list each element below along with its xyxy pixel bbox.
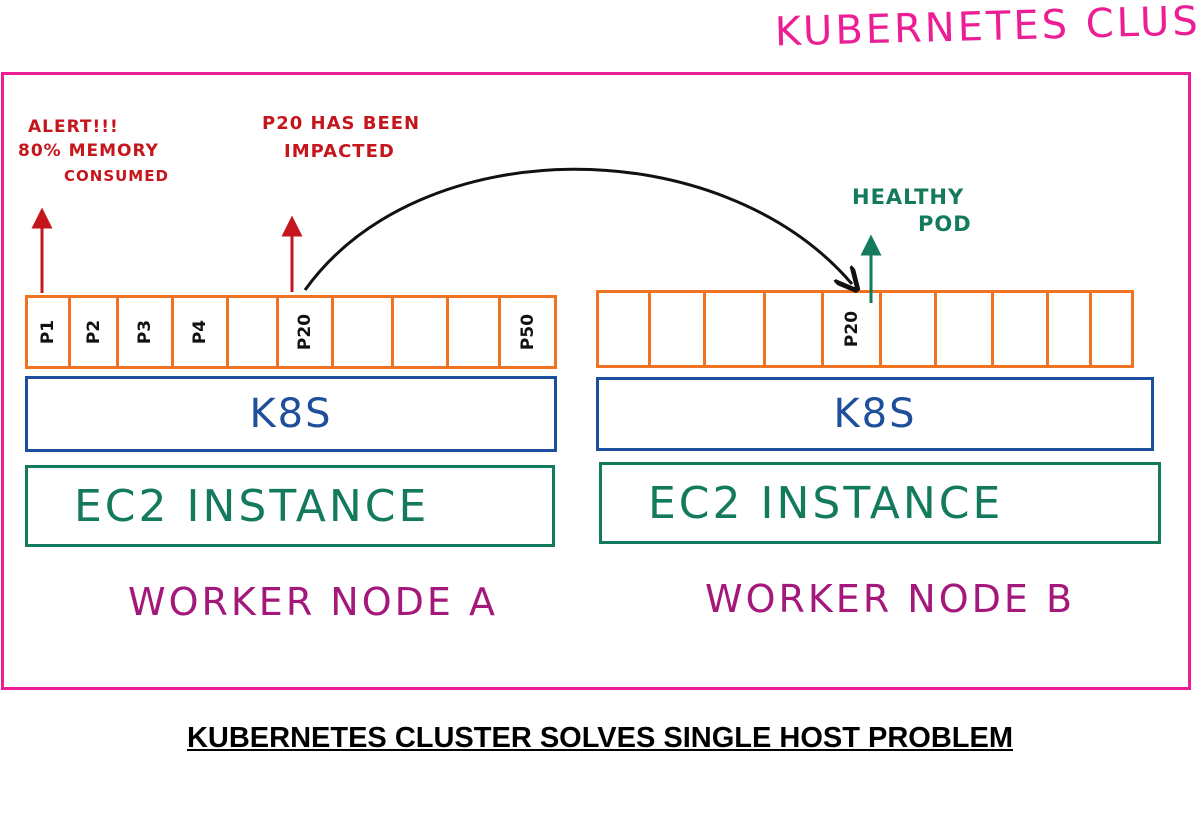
pod-slot[interactable]: P2 [71,298,119,366]
ec2-instance-node-b: EC2 INSTANCE [599,462,1161,544]
impacted-line-1: P20 HAS BEEN [262,113,421,134]
k8s-layer-node-a: K8S [25,376,557,452]
ec2-label: EC2 INSTANCE [648,477,1004,529]
pod-slot[interactable] [1049,293,1092,365]
pod-slot[interactable]: P3 [119,298,174,366]
consumed-line: CONSUMED [64,166,169,185]
pod-slot[interactable] [334,298,394,366]
migration-arrow [303,167,852,290]
diagram-caption: KUBERNETES CLUSTER SOLVES SINGLE HOST PR… [186,722,1014,754]
alert-line: ALERT!!! [28,117,119,137]
pod-slot-healthy[interactable]: P20 [824,293,882,365]
pod-slot[interactable] [937,293,994,365]
pod-slot[interactable] [766,293,824,365]
memory-line: 80% MEMORY [18,141,159,162]
pod-slot[interactable] [229,298,279,366]
impacted-annotation: P20 HAS BEEN IMPACTED [262,110,420,166]
ec2-label: EC2 INSTANCE [74,480,430,532]
k8s-layer-node-b: K8S [596,377,1154,451]
pod-slot[interactable] [599,293,651,365]
k8s-label: K8S [833,391,917,437]
cluster-boundary [1,72,1191,690]
worker-node-a-label: WORKER NODE A [128,580,498,624]
healthy-line-1: HEALTHY [852,185,965,209]
healthy-line-2: POD [918,212,972,237]
impacted-line-2: IMPACTED [284,140,395,162]
k8s-label: K8S [249,391,333,437]
pod-slot[interactable]: P4 [174,298,229,366]
pod-strip-node-a: P1 P2 P3 P4 P20 P50 [25,295,557,369]
healthy-annotation: HEALTHY POD [852,184,972,239]
pod-slot[interactable] [706,293,766,365]
pod-strip-node-b: P20 [596,290,1134,368]
pod-slot[interactable] [651,293,706,365]
pod-slot[interactable] [882,293,937,365]
pod-slot[interactable] [394,298,449,366]
pod-slot[interactable] [994,293,1049,365]
pod-slot-impacted[interactable]: P20 [279,298,334,366]
ec2-instance-node-a: EC2 INSTANCE [25,465,555,547]
worker-node-b-label: WORKER NODE B [705,577,1076,621]
alert-annotation: ALERT!!! 80% MEMORY CONSUMED [18,114,168,188]
pod-slot[interactable]: P1 [28,298,71,366]
pod-slot[interactable] [449,298,501,366]
